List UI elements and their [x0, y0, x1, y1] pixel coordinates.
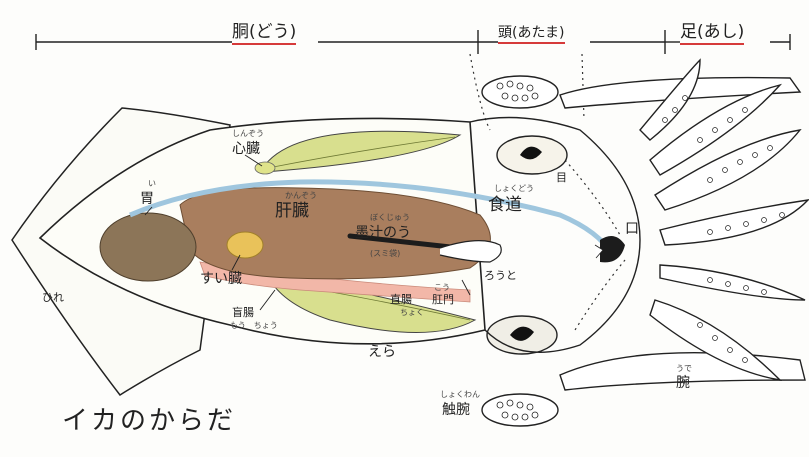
esophagus-label: 食道	[488, 195, 522, 215]
liver-label: 肝臓	[275, 201, 309, 221]
stomach	[99, 212, 197, 282]
upper-eye-icon	[496, 135, 568, 175]
eye-label: 目	[556, 171, 567, 184]
anus-ruby: こう	[434, 283, 450, 292]
ink-sac-label: 墨汁のう	[355, 225, 411, 241]
lower-eye-icon	[486, 315, 558, 355]
arm-ruby: うで	[676, 364, 692, 373]
stomach-ruby: い	[148, 179, 156, 188]
esophagus-ruby: しょくどう	[494, 184, 534, 193]
esophagus	[129, 179, 615, 257]
head-region-label: 頭(あたま)	[498, 25, 565, 44]
diagram-title: イカのからだ	[62, 406, 237, 436]
legs-region-label: 足(あし)	[680, 22, 745, 45]
cecum-label: 盲腸	[232, 306, 254, 319]
head-outline	[469, 116, 641, 353]
upper-tentacle-club	[481, 75, 559, 109]
tentacle-label: 触腕	[442, 402, 470, 418]
fin-label: ひれ	[42, 291, 64, 304]
lower-tentacle-club	[481, 393, 559, 427]
upper-gill-vein	[267, 136, 456, 169]
rectum-ruby: ちょく	[400, 308, 424, 317]
anus-label: 肛門	[432, 293, 454, 306]
leader-lines	[144, 154, 471, 311]
arm-suckers	[662, 95, 785, 363]
ink-sac-ruby: ぼくじゅう	[370, 213, 410, 222]
head-boundary-dotted	[469, 53, 626, 331]
siphon	[439, 240, 502, 263]
rectum-label: 直腸	[390, 293, 412, 306]
heart-label: 心臓	[232, 141, 260, 157]
tentacle-ruby: しょくわん	[440, 390, 480, 399]
arms	[639, 58, 809, 382]
mouth-label: 口	[625, 221, 639, 237]
region-dimension-line	[35, 30, 791, 54]
gill-label: えら	[368, 344, 396, 360]
tentacle-suckers	[496, 80, 539, 421]
heart-ruby: しんぞう	[232, 129, 264, 138]
arm-label: 腕	[676, 375, 690, 391]
stomach-label: 胃	[140, 191, 154, 207]
ink-sac-note: (スミ袋)	[370, 249, 401, 258]
upper-gill	[264, 130, 462, 173]
pancreas-label: すい臓	[200, 271, 242, 287]
siphon-label: ろうと	[484, 269, 517, 282]
beak-icon	[594, 236, 625, 263]
liver-ruby: かんぞう	[285, 191, 317, 200]
cecum-ruby: もう ちょう	[230, 321, 278, 330]
pancreas	[226, 231, 264, 259]
trunk-region-label: 胴(どう)	[232, 22, 297, 45]
